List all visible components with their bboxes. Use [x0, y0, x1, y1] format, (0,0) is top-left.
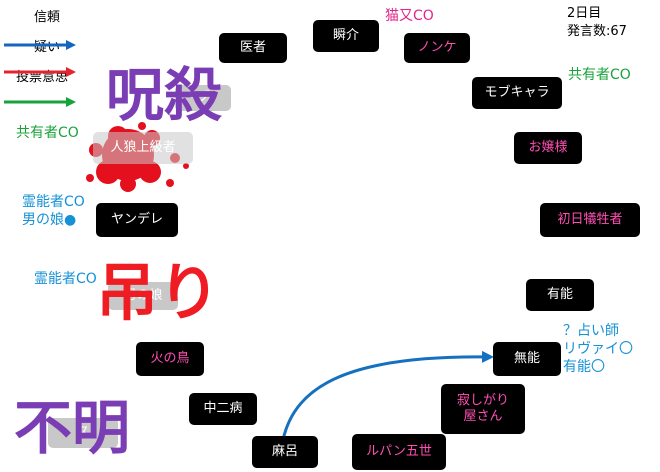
day-label: 2日目 [567, 6, 602, 21]
reinou-co-label-1: 霊能者CO 男の娘● [22, 194, 85, 229]
speech-count-label: 発言数:67 [567, 24, 627, 39]
player-yandere[interactable]: ヤンデレ [96, 203, 178, 237]
player-yuno[interactable]: 有能 [526, 279, 594, 311]
legend-vote-label: 投票意思 [16, 70, 69, 85]
player-maro[interactable]: 麻呂 [252, 436, 318, 468]
player-hinotori[interactable]: 火の鳥 [136, 342, 204, 376]
dead-player-box-bottom[interactable]: ス [48, 418, 118, 448]
player-muno[interactable]: 無能 [493, 342, 561, 376]
kyouyu-co-label-left: 共有者CO [16, 125, 79, 141]
status-hanged: 吊り [96, 256, 221, 329]
player-mobu[interactable]: モブキャラ [472, 77, 562, 109]
dead-player-box-top[interactable]: ブ [175, 85, 231, 111]
nekomata-co-label: 猫又CO [385, 8, 434, 24]
player-shonichi[interactable]: 初日犠牲者 [540, 203, 640, 237]
status-unknown: 不明 [14, 394, 131, 462]
status-curse-kill: 呪殺 [106, 61, 223, 129]
reinou-co-label-2: 霊能者CO [34, 271, 97, 287]
player-lupin[interactable]: ルパン五世 [352, 434, 446, 470]
player-ojou[interactable]: お嬢様 [514, 132, 582, 164]
player-nonke[interactable]: ノンケ [404, 33, 470, 63]
legend-trust-label: 信頼 [34, 10, 61, 25]
dead-player-box-jinrou[interactable]: 人狼上級者 [93, 132, 193, 164]
player-shunsuke[interactable]: 瞬介 [313, 20, 379, 52]
dead-player-box-otokonoko[interactable]: 男の娘 [108, 282, 178, 310]
player-isha[interactable]: 医者 [219, 33, 287, 63]
kyouyu-co-label-right: 共有者CO [568, 67, 631, 83]
player-sabishi[interactable]: 寂しがり 屋さん [441, 384, 525, 434]
uranai-label: ？占い師 リヴァイ〇 有能〇 [563, 323, 633, 376]
player-chuni[interactable]: 中二病 [189, 393, 257, 425]
vote-arrow-maro-to-muno [281, 350, 494, 441]
